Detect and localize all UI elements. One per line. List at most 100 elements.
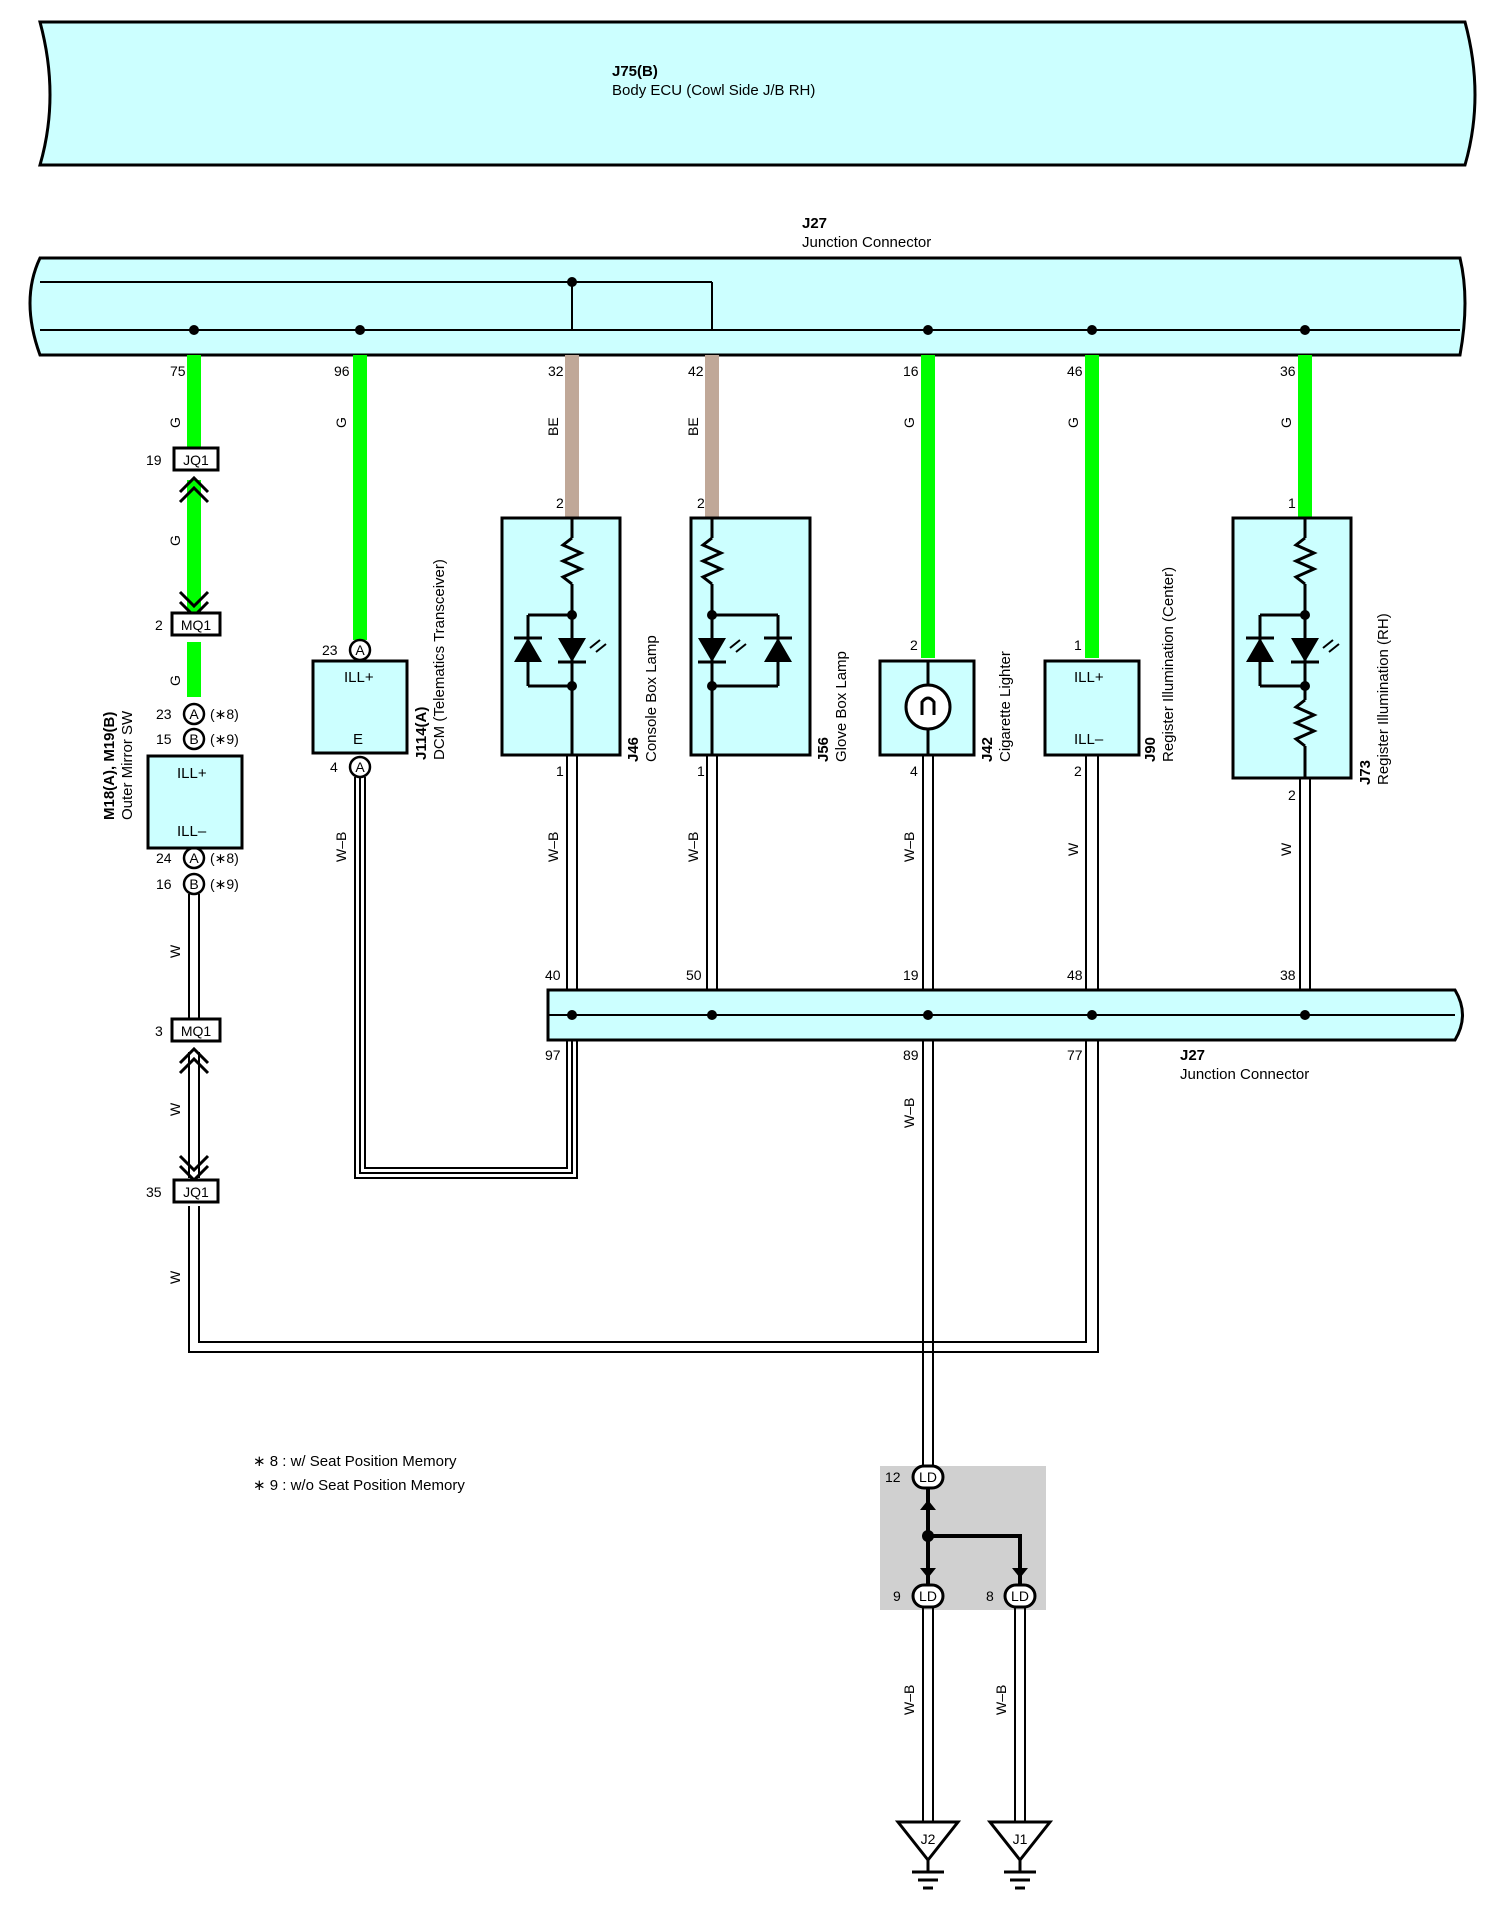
- connector-ld: [911, 1583, 945, 1609]
- pin-label: 75: [170, 363, 186, 379]
- pin-label: 1: [1074, 637, 1082, 653]
- pin-label: 77: [1067, 1047, 1083, 1063]
- pin-label: 8: [986, 1588, 994, 1604]
- wb-wires: [354, 755, 1311, 1179]
- term-label: E: [353, 731, 363, 748]
- term-label: ILL+: [177, 765, 207, 782]
- term-label: ILL+: [1074, 669, 1104, 686]
- pin-circle: [182, 702, 206, 896]
- wire-color-label: G: [1065, 417, 1081, 428]
- pin-label: 1: [1288, 495, 1296, 511]
- wire-color-label: G: [167, 675, 183, 686]
- wire-color-label: W–B: [901, 1098, 917, 1128]
- outer-mirror-sw-box: [146, 754, 244, 850]
- wire-color-label: BE: [545, 417, 561, 436]
- glove-box-lamp-box: [689, 516, 812, 757]
- reg-center-name: Register Illumination (Center): [1160, 567, 1177, 762]
- colored-wires: [187, 355, 1312, 697]
- note-ref: (∗8): [210, 850, 239, 866]
- pin-label: 2: [1074, 763, 1082, 779]
- pin-label: 24: [156, 850, 172, 866]
- connector-jq1: [172, 446, 220, 472]
- console-ref: J46: [625, 737, 642, 762]
- pin-label: 3: [155, 1023, 163, 1039]
- pin-label: 19: [146, 452, 162, 468]
- note-ref: (∗9): [210, 731, 239, 747]
- pin-label: 97: [545, 1047, 561, 1063]
- pin-label: 12: [885, 1469, 901, 1485]
- ground-label: J2: [921, 1831, 936, 1847]
- pin-letter: B: [189, 731, 198, 747]
- lighter-ref: J42: [979, 737, 996, 762]
- pin-label: 1: [697, 763, 705, 779]
- wire-color-label: G: [333, 417, 349, 428]
- wire-color-label: W–B: [993, 1685, 1009, 1715]
- white-wire: [188, 894, 1099, 1353]
- wire-color-label: G: [167, 417, 183, 428]
- pin-label: 40: [545, 967, 561, 983]
- dcm-name: DCM (Telematics Transceiver): [431, 559, 448, 760]
- dcm-box: [311, 659, 409, 755]
- connector-label: LD: [919, 1588, 937, 1604]
- pin-label: 2: [155, 617, 163, 633]
- pin-label: 96: [334, 363, 350, 379]
- wire-color-label: W–B: [901, 1685, 917, 1715]
- connector-jq1: [172, 1178, 220, 1204]
- junction-bottom-ref: J27: [1180, 1047, 1205, 1064]
- glove-name: Glove Box Lamp: [833, 651, 850, 762]
- ground-j2-icon: [894, 1820, 962, 1863]
- pin-label: 35: [146, 1184, 162, 1200]
- pin-label: 48: [1067, 967, 1083, 983]
- connector-label: MQ1: [181, 1023, 212, 1039]
- wire-color-label: W–B: [901, 832, 917, 862]
- note: ∗ 8 : w/ Seat Position Memory: [253, 1453, 457, 1470]
- wb-wires: [922, 1607, 1026, 1822]
- pin-label: 4: [910, 763, 918, 779]
- pin-letter: A: [189, 850, 199, 866]
- ground-j1-icon: [986, 1820, 1054, 1863]
- glove-ref: J56: [815, 737, 832, 762]
- wire-color-label: W–B: [545, 832, 561, 862]
- pin-label: 2: [556, 495, 564, 511]
- connector-chevron: [178, 1154, 210, 1183]
- pin-label: 42: [688, 363, 704, 379]
- pin-label: 23: [156, 706, 172, 722]
- lighter-name: Cigarette Lighter: [997, 651, 1014, 762]
- pin-label: 16: [903, 363, 919, 379]
- ground-symbol: [912, 1860, 944, 1890]
- body-ecu-bus: [38, 20, 1477, 167]
- pin-label: 2: [697, 495, 705, 511]
- connector-mq1: [170, 611, 222, 637]
- connector-label: LD: [1011, 1588, 1029, 1604]
- connector-label: MQ1: [181, 617, 212, 633]
- pin-label: 15: [156, 731, 172, 747]
- pin-label: 16: [156, 876, 172, 892]
- ground-symbol: [1004, 1860, 1036, 1890]
- wire-color-label: W: [1065, 842, 1081, 856]
- pin-label: 46: [1067, 363, 1083, 379]
- console-name: Console Box Lamp: [643, 635, 660, 762]
- pin-label: 36: [1280, 363, 1296, 379]
- note-ref: (∗9): [210, 876, 239, 892]
- connector-label: JQ1: [183, 452, 209, 468]
- connector-chevron: [178, 475, 210, 504]
- junction-connector-top: [28, 256, 1467, 357]
- wire-color-label: W: [167, 944, 183, 958]
- pin-letter: A: [189, 706, 199, 722]
- connector-mq1: [170, 1017, 222, 1043]
- ecu-name: Body ECU (Cowl Side J/B RH): [612, 82, 815, 99]
- connector-ld: [1003, 1583, 1037, 1609]
- reg-rh-ref: J73: [1357, 760, 1374, 785]
- pin-label: 4: [330, 759, 338, 775]
- term-label: ILL–: [1074, 731, 1104, 748]
- wire-color-label: W: [167, 1102, 183, 1116]
- reg-center-ref: J90: [1142, 737, 1159, 762]
- wire-color-label: W: [167, 1270, 183, 1284]
- term-label: ILL+: [344, 669, 374, 686]
- pin-label: 38: [1280, 967, 1296, 983]
- pin-letter: B: [189, 876, 198, 892]
- outer-mirror-name: Outer Mirror SW: [119, 710, 136, 820]
- lamp-circuit-icon: [1258, 518, 1318, 778]
- pin-label: 32: [548, 363, 564, 379]
